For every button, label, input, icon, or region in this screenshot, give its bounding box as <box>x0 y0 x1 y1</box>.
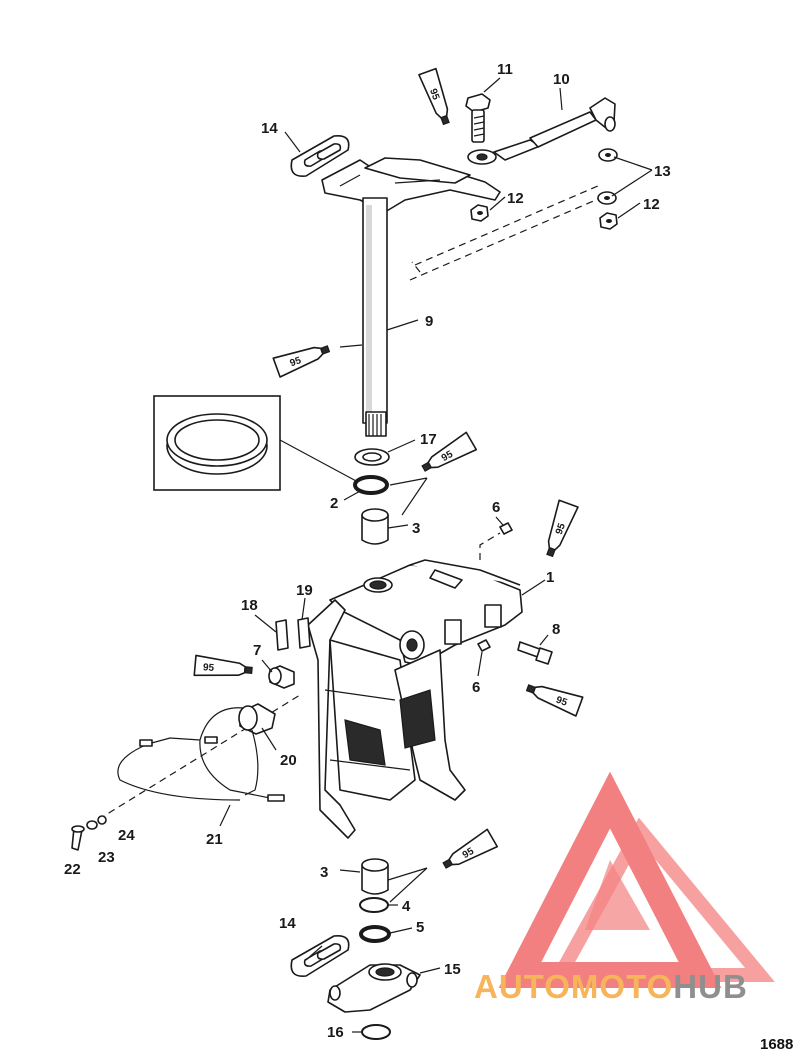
part-washer-24 <box>97 815 107 825</box>
part-bushing-7 <box>268 665 295 689</box>
part-washer-17 <box>354 448 390 466</box>
detail-inset-seal <box>153 395 359 491</box>
callout-5: 5 <box>416 919 424 936</box>
grease-tube: 95 <box>418 67 450 126</box>
grease-tube: 95 <box>442 828 499 869</box>
grease-tube: 95 <box>272 345 331 378</box>
callout-15: 15 <box>444 961 461 978</box>
part-grease-fitting-6 <box>477 522 513 652</box>
watermark-auto: AUTO <box>474 968 571 1005</box>
callout-20: 20 <box>280 752 297 769</box>
part-bushing-3 <box>361 508 389 895</box>
svg-text:95: 95 <box>554 522 568 537</box>
callout-21: 21 <box>206 831 223 848</box>
part-seal-5 <box>359 925 391 943</box>
part-seal-2 <box>353 475 389 495</box>
callout-17: 17 <box>420 431 437 448</box>
leader-lines <box>219 77 653 1033</box>
callout-12: 12 <box>507 190 524 207</box>
callout-8: 8 <box>552 621 560 638</box>
svg-text:95: 95 <box>440 449 456 464</box>
svg-text:95: 95 <box>554 695 569 709</box>
part-gasket-plate-14 <box>290 134 350 977</box>
part-decal-18-19 <box>275 617 311 651</box>
callout-9: 9 <box>425 313 433 330</box>
part-seal-4 <box>359 897 389 913</box>
callout-16: 16 <box>327 1024 344 1041</box>
part-steering-yoke-15 <box>327 963 421 1013</box>
svg-text:95: 95 <box>288 355 303 369</box>
grease-tube: 95 <box>193 654 253 677</box>
part-bolt-11 <box>465 93 491 143</box>
callout-6: 6 <box>492 499 500 516</box>
svg-text:95: 95 <box>461 846 477 861</box>
callout-3: 3 <box>320 864 328 881</box>
callout-22: 22 <box>64 861 81 878</box>
callout-12: 12 <box>643 196 660 213</box>
part-washer-23 <box>86 820 98 830</box>
svg-text:95: 95 <box>202 662 214 674</box>
grease-tube: 95 <box>525 684 584 717</box>
callout-18: 18 <box>241 597 258 614</box>
watermark-logo <box>498 771 775 988</box>
callout-23: 23 <box>98 849 115 866</box>
callout-14: 14 <box>279 915 296 932</box>
callout-1: 1 <box>546 569 554 586</box>
callout-13: 13 <box>654 163 671 180</box>
part-nut-12 <box>470 204 618 230</box>
watermark-moto: MOTO <box>570 968 674 1005</box>
callout-24: 24 <box>118 827 135 844</box>
callout-6: 6 <box>472 679 480 696</box>
part-trim-sender-20 <box>238 703 276 735</box>
callout-labels: 1 2 3 3 4 5 6 6 7 8 9 10 11 12 12 13 14 … <box>64 61 671 1041</box>
callout-3: 3 <box>412 520 420 537</box>
grease-tube: 95 <box>421 431 478 472</box>
svg-text:95: 95 <box>427 87 441 102</box>
part-steering-arm-9 <box>321 157 501 437</box>
part-bolt-8 <box>517 641 553 665</box>
part-seal-16 <box>361 1024 391 1040</box>
callout-14: 14 <box>261 120 278 137</box>
part-steering-link-10 <box>467 97 616 165</box>
diagram-code: 1688 <box>760 1036 794 1053</box>
grease-tube: 95 <box>546 499 579 558</box>
callout-2: 2 <box>330 495 338 512</box>
callout-11: 11 <box>497 61 513 78</box>
part-screw-22 <box>71 825 85 851</box>
part-swivel-bracket-1 <box>307 559 523 839</box>
watermark-hub: HUB <box>673 968 748 1005</box>
watermark-brand: AUTOMOTOHUB <box>474 970 748 1003</box>
callout-19: 19 <box>296 582 313 599</box>
callout-7: 7 <box>253 642 261 659</box>
part-washer-13 <box>597 148 618 205</box>
callout-10: 10 <box>553 71 570 88</box>
part-wire-harness-21 <box>117 707 285 802</box>
callout-4: 4 <box>402 898 411 915</box>
